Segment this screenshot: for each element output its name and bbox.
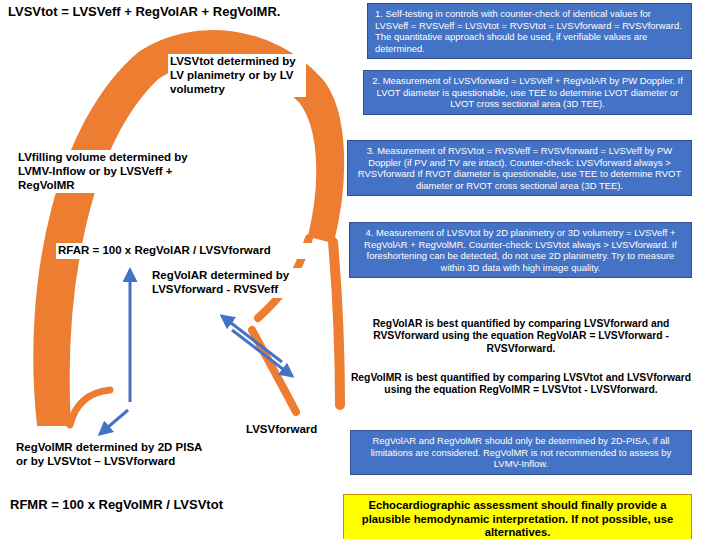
myocardium-wall — [34, 31, 343, 425]
mitral-leaflet — [70, 390, 110, 425]
step-box: 2. Measurement of LVSVforward = LVSVeff … — [363, 70, 692, 115]
flow-arrow — [232, 330, 292, 376]
step-box: 1. Self-testing in controls with counter… — [367, 3, 692, 59]
step-box: 4. Measurement of LVSVtot by 2D planimet… — [349, 222, 692, 278]
septum-wall — [333, 242, 340, 405]
annotation-label: LVfilling volume determined by LVMV-Infl… — [16, 150, 212, 193]
step-box: RegVolAR and RegVolMR should only be det… — [350, 430, 692, 475]
annotation-label: RegVolMR is best quantified by comparing… — [350, 372, 692, 397]
annotation-label: RFMR = 100 x RegVolMR / LVSVtot — [8, 496, 328, 514]
box-text: RegVolAR and RegVolMR should only be det… — [358, 435, 684, 470]
annotation-label: RFAR = 100 x RegVolAR / LVSVforward — [56, 243, 321, 259]
annotation-label: RegVolAR determined by LVSVforward - RVS… — [150, 268, 310, 298]
annotation-label: RegVolAR is best quantified by comparing… — [350, 318, 692, 355]
annotation-label: RegVolMR determined by 2D PISA or by LVS… — [14, 440, 214, 470]
step-box: 3. Measurement of RVSVtot = RVSVeff = RV… — [347, 140, 692, 196]
flow-arrow — [100, 410, 128, 434]
flow-arrow — [222, 316, 282, 362]
conclusion-box: Echocardiographic assessment should fina… — [343, 494, 692, 539]
box-text: 1. Self-testing in controls with counter… — [375, 8, 684, 54]
annotation-label: LVSVforward — [244, 422, 336, 438]
box-text: Echocardiographic assessment should fina… — [351, 499, 684, 539]
flow-arrow — [129, 270, 132, 402]
box-text: 3. Measurement of RVSVtot = RVSVeff = RV… — [355, 145, 684, 191]
annotation-label: LVSVtot determined by LV planimetry or b… — [168, 54, 306, 97]
box-text: 2. Measurement of LVSVforward = LVSVeff … — [371, 75, 684, 110]
box-text: 4. Measurement of LVSVtot by 2D planimet… — [357, 227, 684, 273]
annotation-label: LVSVtot = LVSVeff + RegVolAR + RegVolMR. — [6, 3, 351, 21]
